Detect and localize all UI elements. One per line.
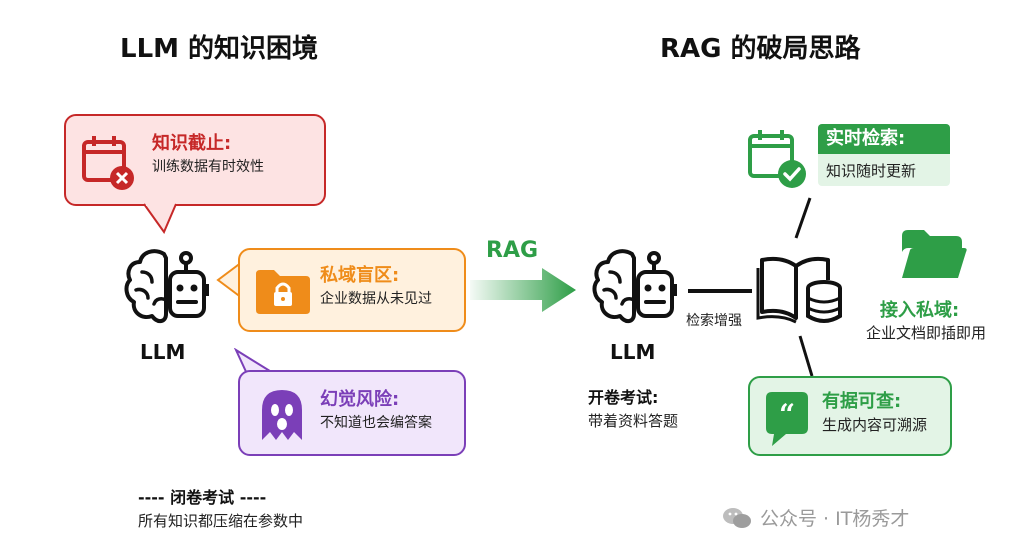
hallucination-title: 幻觉风险: [320,389,400,410]
traceable-title: 有据可查: [822,391,902,412]
open-book-heading: 开卷考试: [588,388,659,407]
retrieval-label: 检索增强 [686,313,742,329]
calendar-check-icon [748,130,806,188]
realtime-desc: 知识随时更新 [826,162,917,180]
closed-book-heading: ---- 闭卷考试 ---- [138,488,267,507]
traceable-desc: 生成内容可溯源 [822,416,928,434]
rag-arrow [470,268,576,312]
knowledge-cutoff-bubble: 知识截止: 训练数据有时效性 [64,114,326,206]
book-database-icon [756,256,842,324]
private-blindspot-bubble: 私域盲区: 企业数据从未见过 [238,248,466,332]
realtime-title: 实时检索: [818,124,950,154]
realtime-connector [794,197,812,239]
rag-arrow-label: RAG [486,238,539,263]
cutoff-bubble-tail [143,202,177,234]
private-desc: 企业数据从未见过 [320,291,432,307]
retrieval-connector [688,289,752,293]
watermark: 公众号 · IT杨秀才 [722,504,909,531]
open-book-desc: 带着资料答题 [588,412,679,430]
private-bubble-tail [216,261,243,299]
wechat-icon [723,507,751,528]
cutoff-title: 知识截止: [152,133,232,154]
access-title: 接入私域: [880,300,960,321]
svg-text:“: “ [779,398,795,431]
calendar-x-icon [82,136,134,190]
left-title: LLM 的知识困境 [120,34,319,64]
traceable-connector [798,335,814,377]
right-title: RAG 的破局思路 [660,34,861,64]
cutoff-desc: 训练数据有时效性 [152,159,264,175]
hallucination-bubble: 幻觉风险: 不知道也会编答案 [238,370,466,456]
access-desc: 企业文档即插即用 [866,324,987,342]
ghost-icon [262,390,302,440]
private-title: 私域盲区: [320,265,400,286]
left-llm-label: LLM [140,340,186,364]
quote-bubble-icon: “ [766,392,808,446]
closed-book-desc: 所有知识都压缩在参数中 [138,512,304,530]
folder-lock-icon [256,270,310,314]
brain-robot-icon [124,249,209,323]
traceable-bubble: “ 有据可查: 生成内容可溯源 [748,376,952,456]
hallucination-desc: 不知道也会编答案 [320,415,432,431]
right-llm-label: LLM [610,340,656,364]
folder-icon [902,230,967,278]
brain-robot-icon [592,249,677,323]
realtime-card: 实时检索: 知识随时更新 [818,124,950,186]
watermark-text: 公众号 · IT杨秀才 [760,508,910,530]
